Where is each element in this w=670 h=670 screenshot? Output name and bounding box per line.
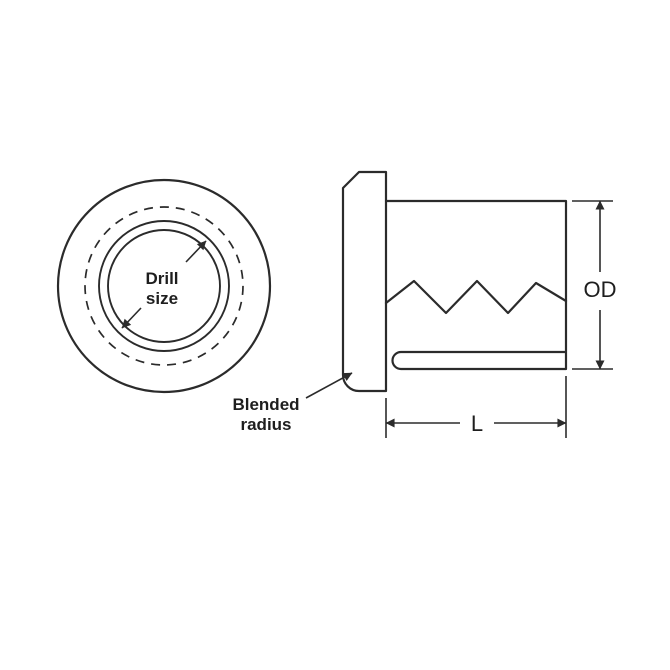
drill-size-arrow-lower bbox=[121, 307, 142, 329]
bushing-head-profile bbox=[341, 170, 388, 393]
bushing-body-profile bbox=[384, 199, 568, 371]
blended-radius-callout: Blended radius bbox=[232, 372, 353, 434]
bore-chamfer-circle bbox=[98, 220, 230, 352]
blended-radius-label-line2: radius bbox=[240, 415, 291, 434]
od-label: OD bbox=[584, 277, 617, 302]
bore-circle bbox=[107, 229, 221, 343]
break-line-zigzag bbox=[384, 279, 568, 315]
drill-size-arrow-upper bbox=[185, 240, 207, 263]
blended-radius-arrow bbox=[305, 372, 353, 399]
bushing-hidden-diameter-circle bbox=[84, 206, 244, 366]
bushing-outer-diameter-circle bbox=[56, 178, 272, 394]
od-dimension: OD bbox=[572, 200, 617, 370]
length-dimension: L bbox=[385, 376, 567, 438]
drill-size-label-line2: size bbox=[146, 289, 178, 308]
length-label: L bbox=[471, 411, 483, 436]
drill-size-label-line1: Drill bbox=[145, 269, 178, 288]
blended-radius-label-line1: Blended bbox=[232, 395, 299, 414]
front-view: Drill size bbox=[56, 178, 272, 394]
section-view: OD L Blended radius bbox=[232, 170, 617, 438]
